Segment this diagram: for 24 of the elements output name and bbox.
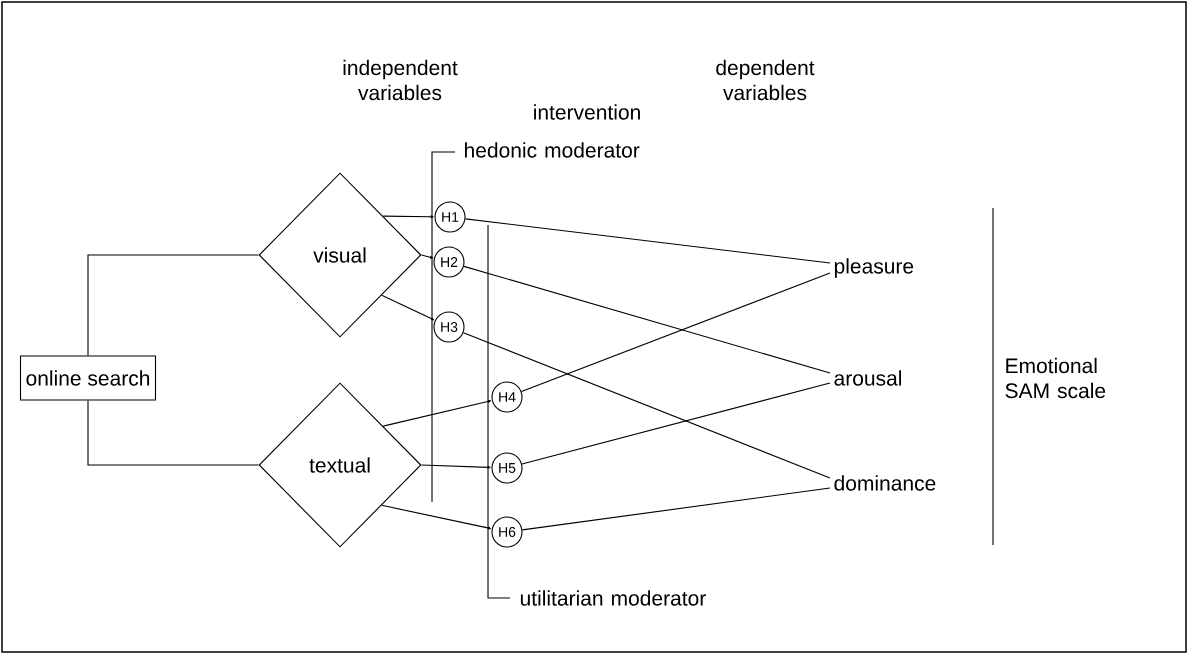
connector [520,272,831,392]
variable-label: pleasure [834,258,914,278]
connector [462,332,831,479]
connector [87,254,259,356]
connector [463,265,831,374]
connector [382,215,434,219]
moderator-label: utilitarian moderator [520,590,706,606]
moderator-label: hedonic moderator [465,142,640,158]
connector [464,218,831,264]
process-box: online search [19,355,157,401]
scale-label: Emotional SAM scale [1005,357,1106,399]
variable-label: arousal [834,370,901,386]
connector [381,294,435,321]
connector [87,400,259,466]
variable-label: dominance [834,475,936,491]
connector [521,382,831,465]
connector [382,399,492,427]
axis-heading: intervention [534,104,640,120]
connector [381,504,492,530]
connector [521,487,831,531]
axis-heading: dependent variables [716,59,815,101]
axis-heading: independent variables [343,59,458,101]
connector [421,254,434,259]
connector [421,464,491,469]
